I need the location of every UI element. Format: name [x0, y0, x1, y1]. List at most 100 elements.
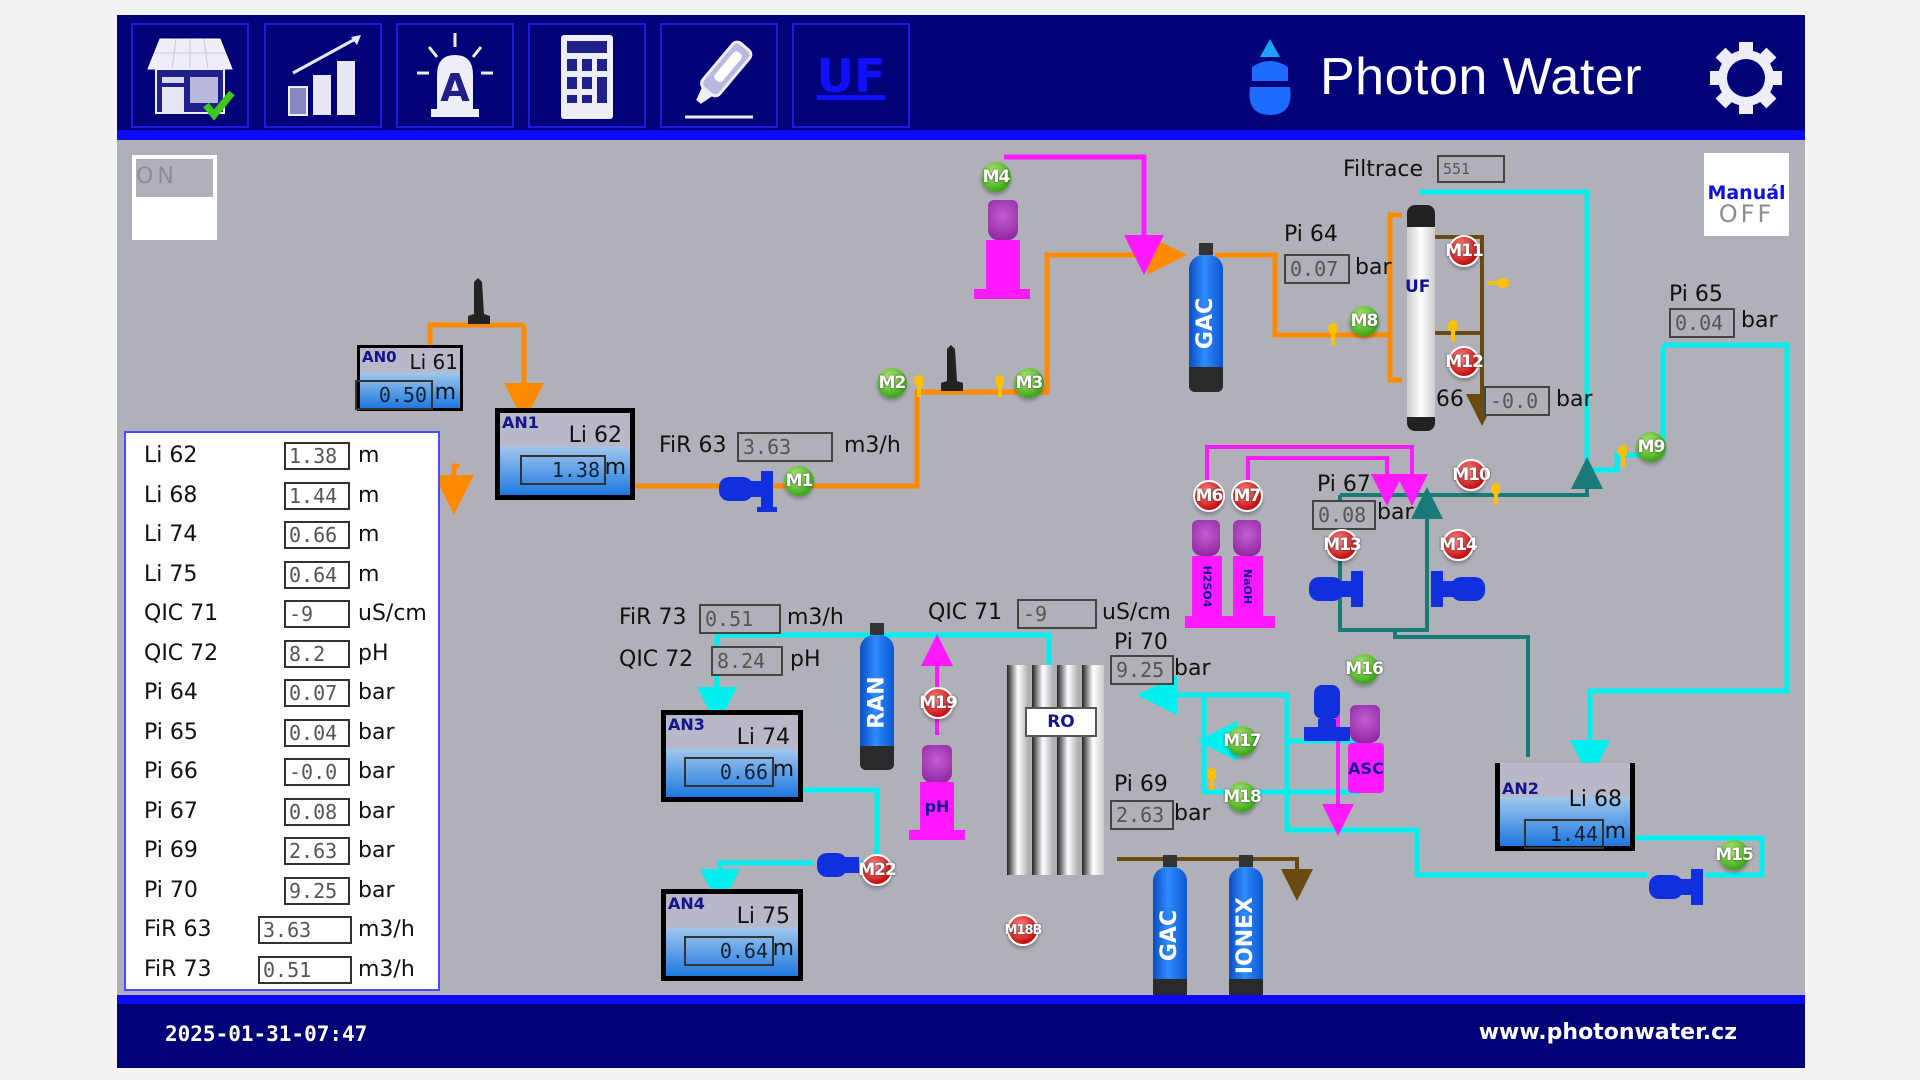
filter-icon — [941, 345, 963, 391]
summary-row-value: 1.44 — [284, 481, 350, 510]
motor-m13-status[interactable]: M13 — [1323, 529, 1362, 561]
motor-m19-status[interactable]: M19 — [919, 687, 958, 719]
dosing-pump-m6 — [1192, 520, 1220, 556]
tank-an2-id: AN2 — [1502, 779, 1539, 798]
summary-row-value: 9.25 — [284, 876, 350, 905]
manual-valve-icon[interactable] — [1617, 445, 1627, 467]
motor-m11-status[interactable]: M11 — [1445, 235, 1484, 267]
pi69-unit: bar — [1174, 801, 1211, 826]
motor-m16-status[interactable]: M16 — [1345, 654, 1384, 684]
pump-m13-icon[interactable] — [1307, 567, 1377, 617]
scada-panel: A UF — [117, 15, 1805, 1068]
fir73-value: 0.51 — [699, 604, 781, 634]
summary-row-value: 0.08 — [284, 797, 350, 826]
tank-an3: AN3 Li 74 0.66 m — [661, 710, 803, 802]
manual-valve-icon[interactable] — [994, 375, 1004, 397]
pump-m17-icon[interactable] — [1302, 683, 1352, 753]
motor-m1-status[interactable]: M1 — [784, 466, 814, 496]
pump-m22-icon[interactable] — [815, 845, 875, 890]
chem-tank-m4 — [986, 240, 1020, 290]
motor-m7-status[interactable]: M7 — [1231, 480, 1263, 512]
ionex-filter: IONEX — [1229, 855, 1263, 1004]
summary-row-value: -0.0 — [284, 758, 350, 786]
tank-an2: AN2 Li 68 1.44 m — [1495, 763, 1635, 851]
dosing-pump-m4 — [988, 200, 1018, 240]
tank-an1-name: Li 62 — [568, 423, 622, 448]
motor-m18-status[interactable]: M18 — [1223, 782, 1262, 812]
tank-an4-name: Li 75 — [736, 904, 790, 929]
manual-mode-toggle[interactable]: Manuál OFF — [1704, 153, 1789, 236]
summary-row-value: 2.63 — [284, 837, 350, 865]
motor-m4-status[interactable]: M4 — [981, 162, 1011, 192]
qic72-value: 8.24 — [711, 646, 783, 676]
pipe-raw-li61 — [427, 322, 524, 345]
manual-valve-icon[interactable] — [1447, 320, 1457, 342]
motor-m22-status[interactable]: M22 — [858, 854, 897, 886]
pi66-unit: bar — [1556, 387, 1593, 412]
tank-an4-id: AN4 — [668, 894, 705, 913]
fir63-value: 3.63 — [737, 432, 833, 462]
pi70-value: 9.25 — [1110, 655, 1174, 685]
tank-an4-unit: m — [772, 936, 794, 961]
pump-m1-icon[interactable] — [717, 467, 787, 517]
dosing-pump-m19 — [922, 745, 952, 783]
motor-m17-status[interactable]: M17 — [1223, 726, 1262, 756]
summary-row-value: 0.07 — [284, 679, 350, 707]
pi64-unit: bar — [1355, 255, 1392, 280]
motor-m14-status[interactable]: M14 — [1439, 529, 1478, 561]
pipe-an1-out — [434, 463, 474, 515]
manual-valve-icon[interactable] — [1490, 483, 1500, 505]
nav-alarms-button[interactable]: A — [396, 23, 514, 128]
qic72-label: QIC 72 — [619, 647, 694, 672]
motor-m10-status[interactable]: M10 — [1452, 459, 1491, 491]
pi67-value: 0.08 — [1312, 500, 1376, 530]
gear-icon[interactable] — [1708, 40, 1784, 116]
website-link[interactable]: www.photonwater.cz — [1478, 1020, 1737, 1045]
power-toggle[interactable]: ON — [132, 155, 217, 240]
house-check-icon — [147, 38, 235, 121]
nav-edit-button[interactable] — [660, 23, 778, 128]
motor-m9-status[interactable]: M9 — [1636, 432, 1666, 462]
ionex-filter-label: IONEX — [1233, 896, 1259, 975]
pump-m14-icon[interactable] — [1417, 567, 1487, 617]
summary-row-unit: m — [358, 561, 380, 587]
manual-valve-icon[interactable] — [1327, 323, 1337, 345]
manual-valve-icon[interactable] — [913, 375, 923, 397]
ro-label: RO — [1025, 707, 1097, 737]
tank-an1-id: AN1 — [502, 413, 539, 432]
nav-uf-button[interactable]: UF — [792, 23, 910, 128]
manual-valve-icon[interactable] — [1487, 277, 1509, 289]
tank-an0-level: 0.50 — [355, 380, 433, 410]
motor-m3-status[interactable]: M3 — [1014, 368, 1044, 398]
motor-m18b-status[interactable]: M18B — [1005, 914, 1042, 946]
nav-trends-button[interactable] — [264, 23, 382, 128]
motor-m15-status[interactable]: M15 — [1715, 840, 1754, 870]
chem-tank-naoh: NaOH — [1233, 556, 1263, 616]
pump-m15-icon[interactable] — [1647, 865, 1717, 915]
manual-valve-icon[interactable] — [1206, 768, 1216, 790]
ro-unit: RO — [1007, 665, 1107, 875]
chem-tank-h2so4-label: H2SO4 — [1200, 565, 1214, 607]
motor-m2-status[interactable]: M2 — [877, 368, 907, 398]
summary-row-name: Pi 70 — [144, 877, 198, 903]
summary-row-name: Pi 67 — [144, 798, 198, 824]
tank-an3-name: Li 74 — [736, 725, 790, 750]
motor-m8-status[interactable]: M8 — [1349, 306, 1379, 336]
tank-an0: AN0 Li 61 0.50 m — [355, 345, 463, 411]
nav-overview-button[interactable] — [131, 23, 249, 128]
motor-m12-status[interactable]: M12 — [1445, 346, 1484, 378]
chem-tank-ph-label: pH — [924, 796, 950, 816]
motor-m6-status[interactable]: M6 — [1193, 480, 1225, 512]
tank-an3-unit: m — [772, 757, 794, 782]
summary-row-unit: m3/h — [358, 917, 415, 942]
summary-row-value: 0.66 — [284, 521, 350, 549]
footer-bar: 2025-01-31-07:47 www.photonwater.cz — [117, 1004, 1805, 1068]
nav-calculator-button[interactable] — [528, 23, 646, 128]
